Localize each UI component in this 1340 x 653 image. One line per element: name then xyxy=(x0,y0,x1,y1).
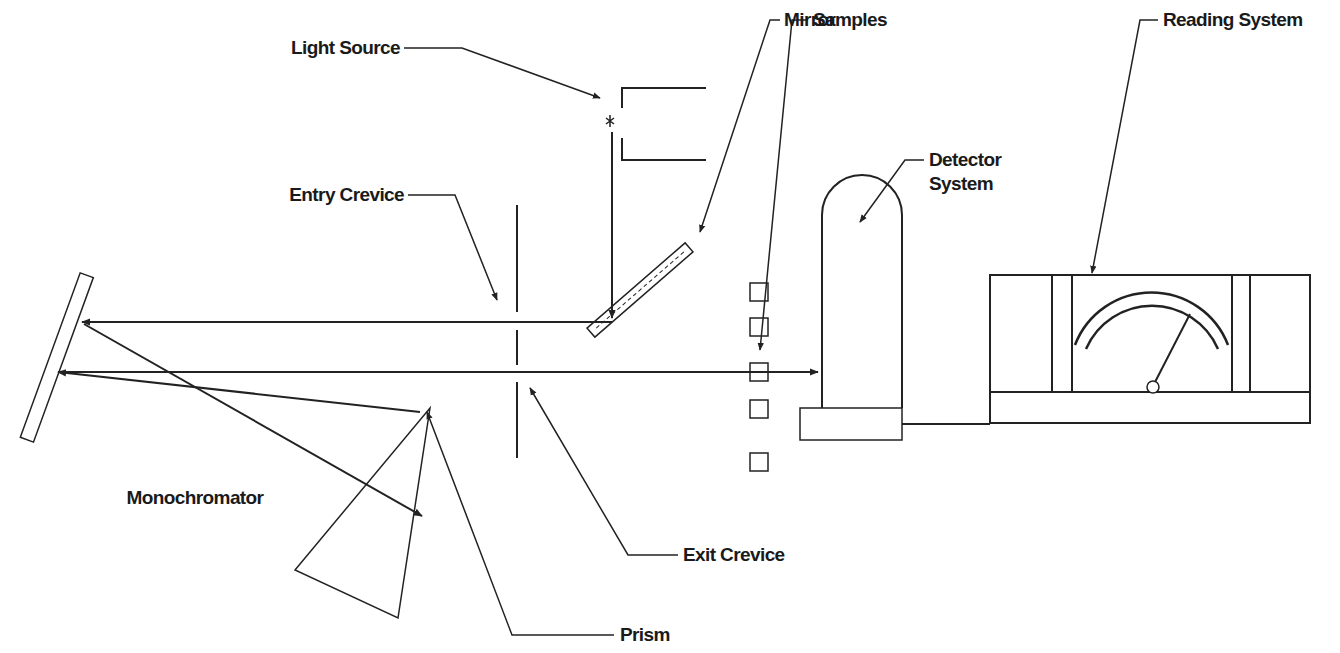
lamp-housing xyxy=(622,88,706,160)
part-label: Prism xyxy=(620,623,670,647)
meter-housing xyxy=(990,275,1310,423)
part-label: Exit Crevice xyxy=(683,543,785,567)
part-label: Reading System xyxy=(1163,8,1302,32)
light-beam xyxy=(58,371,818,373)
detector-base xyxy=(800,408,902,440)
slit-plate xyxy=(516,205,518,458)
part-label: Detector System xyxy=(929,148,1039,196)
part-label: Monochromator xyxy=(127,486,264,510)
light-beam xyxy=(82,321,612,323)
sample-cuvettes xyxy=(750,283,768,471)
prism-symbol xyxy=(295,408,430,618)
part-label: Samples xyxy=(813,8,887,32)
leader-lines xyxy=(404,20,1158,635)
lamp-filament xyxy=(606,115,614,127)
part-label: Entry Crevice xyxy=(289,183,404,207)
detector-body xyxy=(822,175,902,408)
light-beam xyxy=(84,324,422,516)
mirror-symbol xyxy=(587,243,693,337)
part-label: Light Source xyxy=(291,36,400,60)
light-beam xyxy=(58,372,420,412)
monochromator-mirror xyxy=(20,273,93,442)
light-beam xyxy=(611,132,613,318)
signal-wire xyxy=(902,423,990,425)
